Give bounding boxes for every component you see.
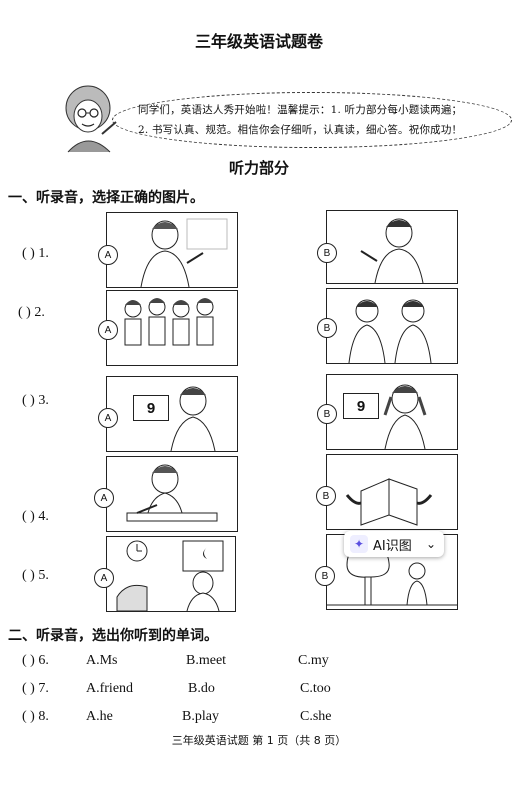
q4-option-a-badge[interactable]: A	[94, 488, 114, 508]
q4-picture-a[interactable]	[106, 456, 238, 532]
tips-line-2: 2. 书写认真、规范。相信你会仔细听，认真读，细心答。祝你成功！	[138, 124, 463, 136]
question-3-label: ( ) 3.	[22, 393, 49, 408]
teacher-mascot-icon	[65, 85, 117, 153]
q1-option-a-badge[interactable]: A	[98, 245, 118, 265]
q3-option-a-badge[interactable]: A	[98, 408, 118, 428]
q8-option-c[interactable]: C.she	[300, 709, 332, 724]
q2-picture-a[interactable]	[106, 290, 238, 366]
q4-picture-b[interactable]	[326, 454, 458, 530]
tips-bubble	[112, 92, 512, 148]
part2-heading: 二、听录音，选出你听到的单词。	[8, 628, 218, 644]
ai-recognize-chip[interactable]: ✦ AI识图 ⌄	[344, 531, 444, 557]
page-footer: 三年级英语试题 第 1 页（共 8 页）	[171, 734, 347, 747]
chevron-down-icon: ⌄	[425, 537, 436, 551]
page-title: 三年级英语试题卷	[194, 32, 323, 51]
q3b-number-card: 9	[343, 393, 379, 419]
q1-picture-b[interactable]	[326, 210, 458, 284]
q8-option-b[interactable]: B.play	[182, 709, 219, 724]
question-5-label: ( ) 5.	[22, 568, 49, 583]
q6-option-b[interactable]: B.meet	[186, 653, 227, 668]
q2-option-a-badge[interactable]: A	[98, 320, 118, 340]
sparkle-icon: ✦	[350, 535, 368, 553]
q3-picture-a[interactable]: 9	[106, 376, 238, 452]
question-4-label: ( ) 4.	[22, 509, 49, 524]
q7-option-b[interactable]: B.do	[188, 681, 215, 696]
part1-heading: 一、听录音，选择正确的图片。	[8, 190, 204, 206]
q2-picture-b[interactable]	[326, 288, 458, 364]
q5-option-b-badge[interactable]: B	[315, 566, 335, 586]
question-8-label: ( ) 8.	[22, 709, 49, 724]
question-2-label: ( ) 2.	[18, 305, 45, 320]
q1-picture-a[interactable]	[106, 212, 238, 288]
q5-option-a-badge[interactable]: A	[94, 568, 114, 588]
question-6-label: ( ) 6.	[22, 653, 49, 668]
ai-recognize-label: AI识图	[373, 538, 412, 554]
question-7-label: ( ) 7.	[22, 681, 49, 696]
q2-option-b-badge[interactable]: B	[317, 318, 337, 338]
q3-picture-b[interactable]: 9	[326, 374, 458, 450]
q1-option-b-badge[interactable]: B	[317, 243, 337, 263]
tips-line-1: 同学们，英语达人秀开始啦！温馨提示：1. 听力部分每小题读两遍；	[138, 104, 463, 116]
q6-option-a[interactable]: A.Ms	[86, 653, 118, 668]
q8-option-a[interactable]: A.he	[86, 709, 113, 724]
q3-option-b-badge[interactable]: B	[317, 404, 337, 424]
listening-heading: 听力部分	[228, 159, 289, 177]
q7-option-a[interactable]: A.friend	[86, 681, 134, 696]
q4-option-b-badge[interactable]: B	[316, 486, 336, 506]
q6-option-c[interactable]: C.my	[298, 653, 329, 668]
q7-option-c[interactable]: C.too	[300, 681, 331, 696]
q3a-number-card: 9	[133, 395, 169, 421]
question-1-label: ( ) 1.	[22, 246, 49, 261]
q5-picture-a[interactable]	[106, 536, 236, 612]
